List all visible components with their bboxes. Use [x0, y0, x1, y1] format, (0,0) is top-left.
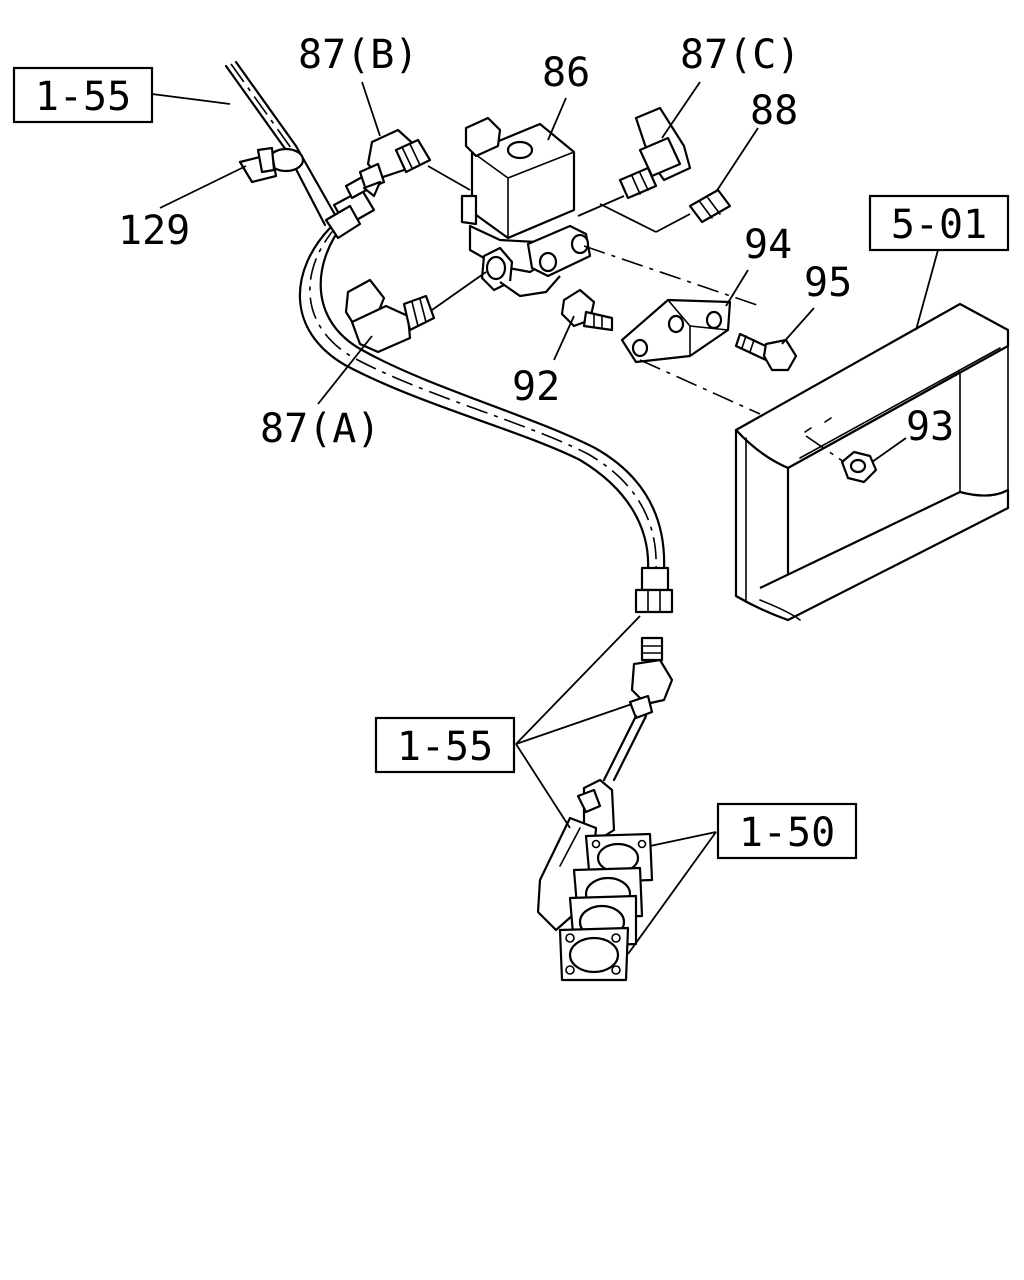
solenoid-valve-86 — [460, 116, 592, 298]
hose-end-fitting — [634, 566, 674, 614]
bolt-95 — [734, 332, 798, 372]
leader-lines — [151, 81, 939, 955]
bracket-94 — [583, 245, 761, 415]
reference-box-bottom: 1-50 — [716, 802, 858, 860]
reference-label: 1-50 — [739, 810, 835, 856]
callout-87c: 87(C) — [680, 32, 800, 78]
reference-label: 1-55 — [397, 724, 493, 770]
nut-93 — [805, 435, 878, 484]
hose-clip-129 — [238, 146, 305, 184]
callout-92: 92 — [512, 364, 560, 410]
elbow-fitting-87c — [577, 106, 692, 217]
callout-88: 88 — [750, 88, 798, 134]
reference-label: 1-55 — [35, 74, 131, 120]
callout-93: 93 — [906, 404, 954, 450]
callout-95: 95 — [804, 260, 852, 306]
callout-94: 94 — [744, 222, 792, 268]
callout-86: 86 — [542, 50, 590, 96]
plug-88 — [599, 188, 732, 233]
callout-129: 129 — [118, 208, 190, 254]
elbow-fitting-87a — [344, 271, 487, 354]
tee-fitting — [602, 636, 674, 782]
elbow-fitting-87b — [358, 128, 471, 198]
frame-rail-5-01 — [734, 302, 1010, 622]
reference-box-middle: 1-55 — [374, 716, 516, 774]
relay-valve-assembly — [536, 778, 654, 982]
callout-87a: 87(A) — [260, 406, 380, 452]
reference-box-top-left: 1-55 — [12, 66, 154, 124]
bolt-92 — [560, 288, 614, 332]
reference-label: 5-01 — [891, 202, 987, 248]
upper-left-line — [224, 60, 340, 227]
callout-87b: 87(B) — [298, 32, 418, 78]
air-hose — [298, 220, 666, 572]
reference-box-frame: 5-01 — [868, 194, 1010, 252]
